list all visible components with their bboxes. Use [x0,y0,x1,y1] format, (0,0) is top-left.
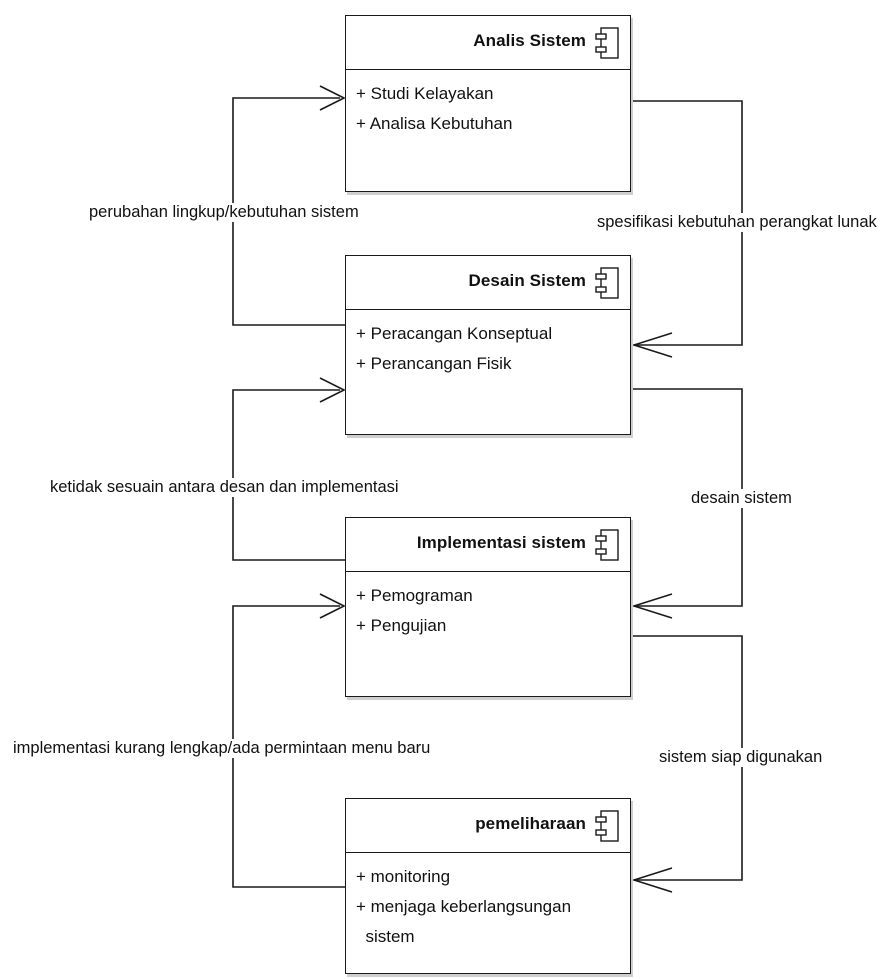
arrowhead-implementasi-to-pemeliharaan [631,867,673,893]
operation-item: + monitoring [356,867,451,886]
arrowhead-pemeliharaan-to-implementasi [319,593,346,619]
component-header: Implementasi sistem [346,518,630,572]
label-implementasi-to-desain: ketidak sesuain antara desan dan impleme… [49,478,400,497]
label-pemeliharaan-to-implementasi: implementasi kurang lengkap/ada perminta… [12,739,432,758]
component-operations: + Peracangan Konseptual + Perancangan Fi… [346,310,630,379]
operation-item: + Studi Kelayakan [356,84,494,103]
arrowhead-implementasi-to-desain [319,377,346,403]
operation-item: + Perancangan Fisik [356,354,512,373]
component-title: Analis Sistem [473,31,586,50]
arrowhead-desain-to-analis [319,85,346,111]
component-operations: + monitoring + menjaga keberlangsungan s… [346,853,630,952]
arrowhead-desain-to-implementasi [631,593,673,619]
label-desain-to-implementasi: desain sistem [690,489,793,508]
component-title: Desain Sistem [468,271,586,290]
component-title: Implementasi sistem [416,533,586,552]
label-desain-to-analis: perubahan lingkup/kebutuhan sistem [88,203,360,222]
component-implementasi-sistem[interactable]: Implementasi sistem + Pemograman + Pengu… [345,517,631,697]
component-operations: + Studi Kelayakan + Analisa Kebutuhan [346,70,630,139]
label-implementasi-to-pemeliharaan: sistem siap digunakan [658,748,824,767]
uml-component-icon [595,267,619,299]
component-pemeliharaan[interactable]: pemeliharaan + monitoring + menjaga kebe… [345,798,631,974]
operation-item: + Pemograman [356,586,473,605]
uml-component-icon [595,27,619,59]
component-operations: + Pemograman + Pengujian [346,572,630,641]
operation-item: + menjaga keberlangsungan sistem [356,897,572,946]
uml-component-icon [595,810,619,842]
component-header: pemeliharaan [346,799,630,853]
operation-item: + Pengujian [356,616,447,635]
component-desain-sistem[interactable]: Desain Sistem + Peracangan Konseptual + … [345,255,631,435]
component-header: Desain Sistem [346,256,630,310]
operation-item: + Peracangan Konseptual [356,324,553,343]
arrowhead-analis-to-desain [631,332,673,358]
component-header: Analis Sistem [346,16,630,70]
component-analis-sistem[interactable]: Analis Sistem + Studi Kelayakan + Analis… [345,15,631,192]
flow-implementasi-to-desain [232,389,346,561]
component-title: pemeliharaan [475,814,586,833]
uml-component-icon [595,529,619,561]
operation-item: + Analisa Kebutuhan [356,114,513,133]
label-analis-to-desain: spesifikasi kebutuhan perangkat lunak [596,213,878,232]
